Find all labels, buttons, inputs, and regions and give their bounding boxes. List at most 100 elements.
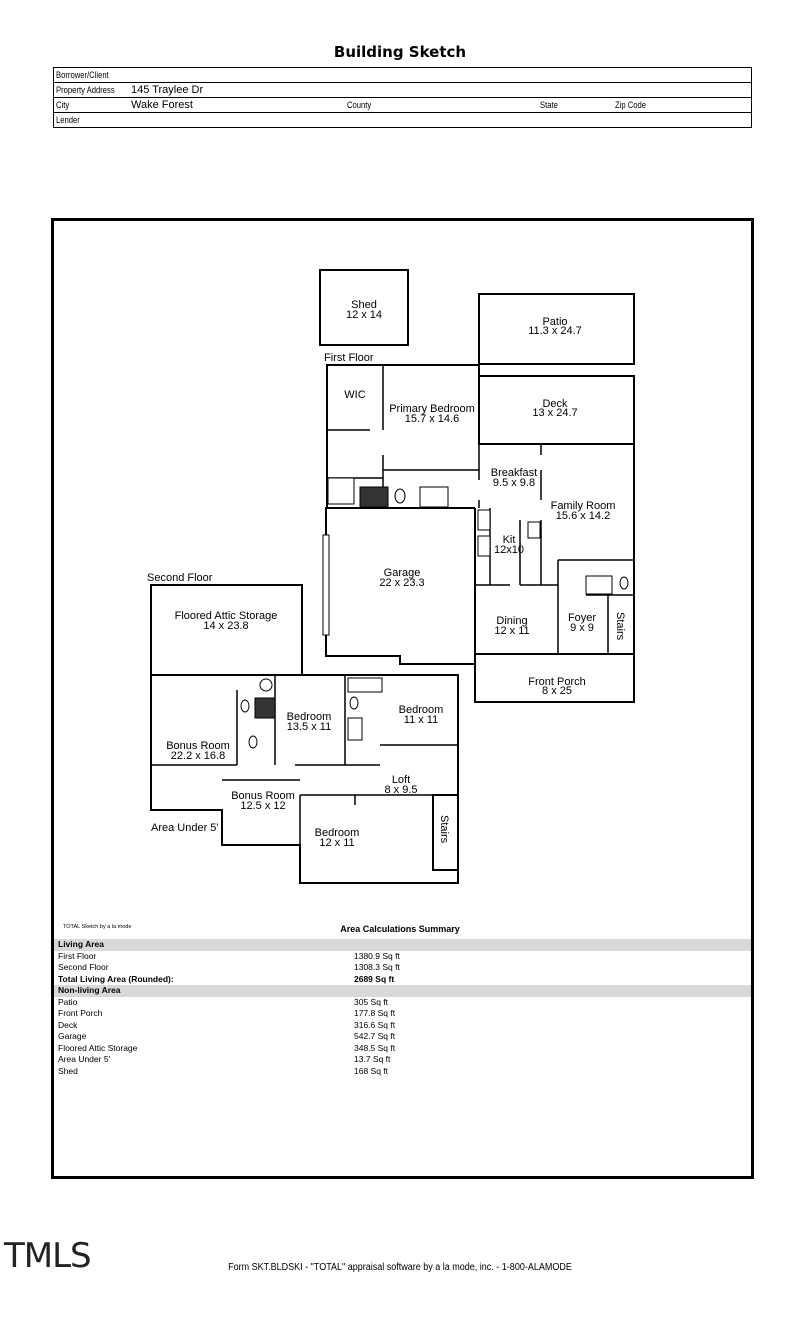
attic-name: Floored Attic Storage xyxy=(175,610,278,622)
toilet-fixture-4 xyxy=(248,735,258,749)
stairs2-name: Stairs xyxy=(438,815,450,844)
table-row: Floored Attic Storage 348.5 Sq ft xyxy=(54,1043,751,1055)
bedroom-a-name: Bedroom xyxy=(287,711,332,723)
row-label: Area Under 5' xyxy=(58,1054,111,1064)
patio-outline xyxy=(478,293,635,365)
garage-name: Garage xyxy=(384,567,421,579)
page-title: Building Sketch xyxy=(333,43,467,61)
area-summary-table: Living Area First Floor 1380.9 Sq ft Sec… xyxy=(54,939,751,1077)
wic-name: WIC xyxy=(344,389,365,401)
tub-fixture-2 xyxy=(347,677,383,693)
bonus-room-small-dims: 12.5 x 12 xyxy=(240,800,285,812)
row-label: Patio xyxy=(58,996,78,1007)
toilet-fixture-5 xyxy=(349,696,359,710)
tmls-logo: TMLS xyxy=(4,1236,92,1276)
software-note: TOTAL Sketch by a la mode xyxy=(63,924,132,930)
bedroom-a-dims: 13.5 x 11 xyxy=(287,721,331,733)
attic-dims: 14 x 23.8 xyxy=(203,620,248,632)
lender-label: Lender xyxy=(56,115,80,125)
front-porch-name: Front Porch xyxy=(528,676,585,688)
loft-name: Loft xyxy=(392,774,410,786)
sketch-frame xyxy=(51,218,754,1179)
breakfast-name: Breakfast xyxy=(491,467,537,479)
stairs1-name: Stairs xyxy=(614,612,626,641)
deck-dims: 13 x 24.7 xyxy=(532,407,577,419)
kit-dims: 12x10 xyxy=(494,544,524,556)
garage-door xyxy=(322,534,330,636)
row-value: 348.5 Sq ft xyxy=(354,1042,396,1053)
shower-fixture-2 xyxy=(254,697,276,719)
state-label: State xyxy=(540,100,558,110)
bedroom-b-name: Bedroom xyxy=(399,704,444,716)
front-porch-outline xyxy=(474,653,635,703)
table-row: Garage 542.7 Sq ft xyxy=(54,1031,751,1043)
row-label: First Floor xyxy=(58,950,97,961)
sink-fixture-2 xyxy=(259,678,273,692)
front-porch-dims: 8 x 25 xyxy=(542,685,572,697)
lender-row: Lender xyxy=(54,113,751,128)
family-room-name: Family Room xyxy=(551,500,616,512)
second-floor-label: Second Floor xyxy=(147,572,213,584)
footer-text: Form SKT.BLDSKI - "TOTAL" appraisal soft… xyxy=(228,1262,572,1273)
total-label: Total Living Area (Rounded): xyxy=(58,973,174,984)
bedroom-b-dims: 11 x 11 xyxy=(404,714,438,726)
borrower-label: Borrower/Client xyxy=(56,70,109,80)
dining-dims: 12 x 11 xyxy=(494,625,529,637)
tub-fixture xyxy=(327,477,355,505)
bonus-room-big-name: Bonus Room xyxy=(166,740,230,752)
vanity-fixture xyxy=(419,486,449,508)
address-row: Property Address 145 Traylee Dr xyxy=(54,83,751,98)
primary-bedroom-dims: 15.7 x 14.6 xyxy=(405,413,459,425)
sink-kitchen-fixture xyxy=(527,521,541,539)
address-label: Property Address xyxy=(56,85,115,95)
stove-fixture xyxy=(477,535,491,557)
shed-outline xyxy=(319,269,409,346)
bedroom-c-name: Bedroom xyxy=(315,827,360,839)
garage-dims: 22 x 23.3 xyxy=(379,577,424,589)
total-value: 2689 Sq ft xyxy=(354,973,395,984)
foyer-name: Foyer xyxy=(568,612,596,624)
living-area-header: Living Area xyxy=(54,939,751,951)
vanity-fixture-2 xyxy=(347,717,363,741)
bedroom-c-dims: 12 x 11 xyxy=(319,837,354,849)
row-label: Second Floor xyxy=(58,962,109,972)
row-value: 13.7 Sq ft xyxy=(354,1054,391,1064)
shed-name: Shed xyxy=(351,299,377,311)
toilet-fixture-2 xyxy=(619,576,629,590)
zip-label: Zip Code xyxy=(615,100,647,110)
patio-name: Patio xyxy=(542,316,567,328)
row-value: 168 Sq ft xyxy=(354,1065,389,1076)
deck-name: Deck xyxy=(542,398,568,410)
row-value: 1380.9 Sq ft xyxy=(354,950,400,961)
row-label: Deck xyxy=(58,1019,78,1030)
total-row: Total Living Area (Rounded): 2689 Sq ft xyxy=(54,974,751,986)
family-room-dims: 15.6 x 14.2 xyxy=(556,510,610,522)
bonus-room-small-name: Bonus Room xyxy=(231,790,295,802)
city-row: City Wake Forest County State Zip Code xyxy=(54,98,751,113)
row-value: 1308.3 Sq ft xyxy=(354,962,400,972)
foyer-dims: 9 x 9 xyxy=(570,622,594,634)
shower-fixture xyxy=(359,486,389,508)
toilet-fixture xyxy=(394,488,406,504)
shed-dims: 12 x 14 xyxy=(346,309,382,321)
table-row: Deck 316.6 Sq ft xyxy=(54,1020,751,1032)
table-row: Shed 168 Sq ft xyxy=(54,1066,751,1078)
dining-name: Dining xyxy=(496,615,527,627)
sink-fixture xyxy=(585,575,613,595)
first-floor-label: First Floor xyxy=(324,352,374,364)
row-value: 305 Sq ft xyxy=(354,996,389,1007)
kit-name: Kit xyxy=(503,534,516,546)
city-label: City xyxy=(56,100,70,110)
breakfast-dims: 9.5 x 9.8 xyxy=(493,477,535,489)
row-label: Floored Attic Storage xyxy=(58,1042,138,1053)
bonus-room-big-dims: 22.2 x 16.8 xyxy=(171,750,225,762)
address-value: 145 Traylee Dr xyxy=(131,84,204,96)
table-row: Front Porch 177.8 Sq ft xyxy=(54,1008,751,1020)
row-label: Shed xyxy=(58,1065,78,1076)
county-label: County xyxy=(347,100,372,110)
table-row: Area Under 5' 13.7 Sq ft xyxy=(54,1054,751,1066)
area-under-label: Area Under 5' xyxy=(151,822,219,834)
fridge-fixture xyxy=(477,509,491,531)
table-row: First Floor 1380.9 Sq ft xyxy=(54,951,751,963)
